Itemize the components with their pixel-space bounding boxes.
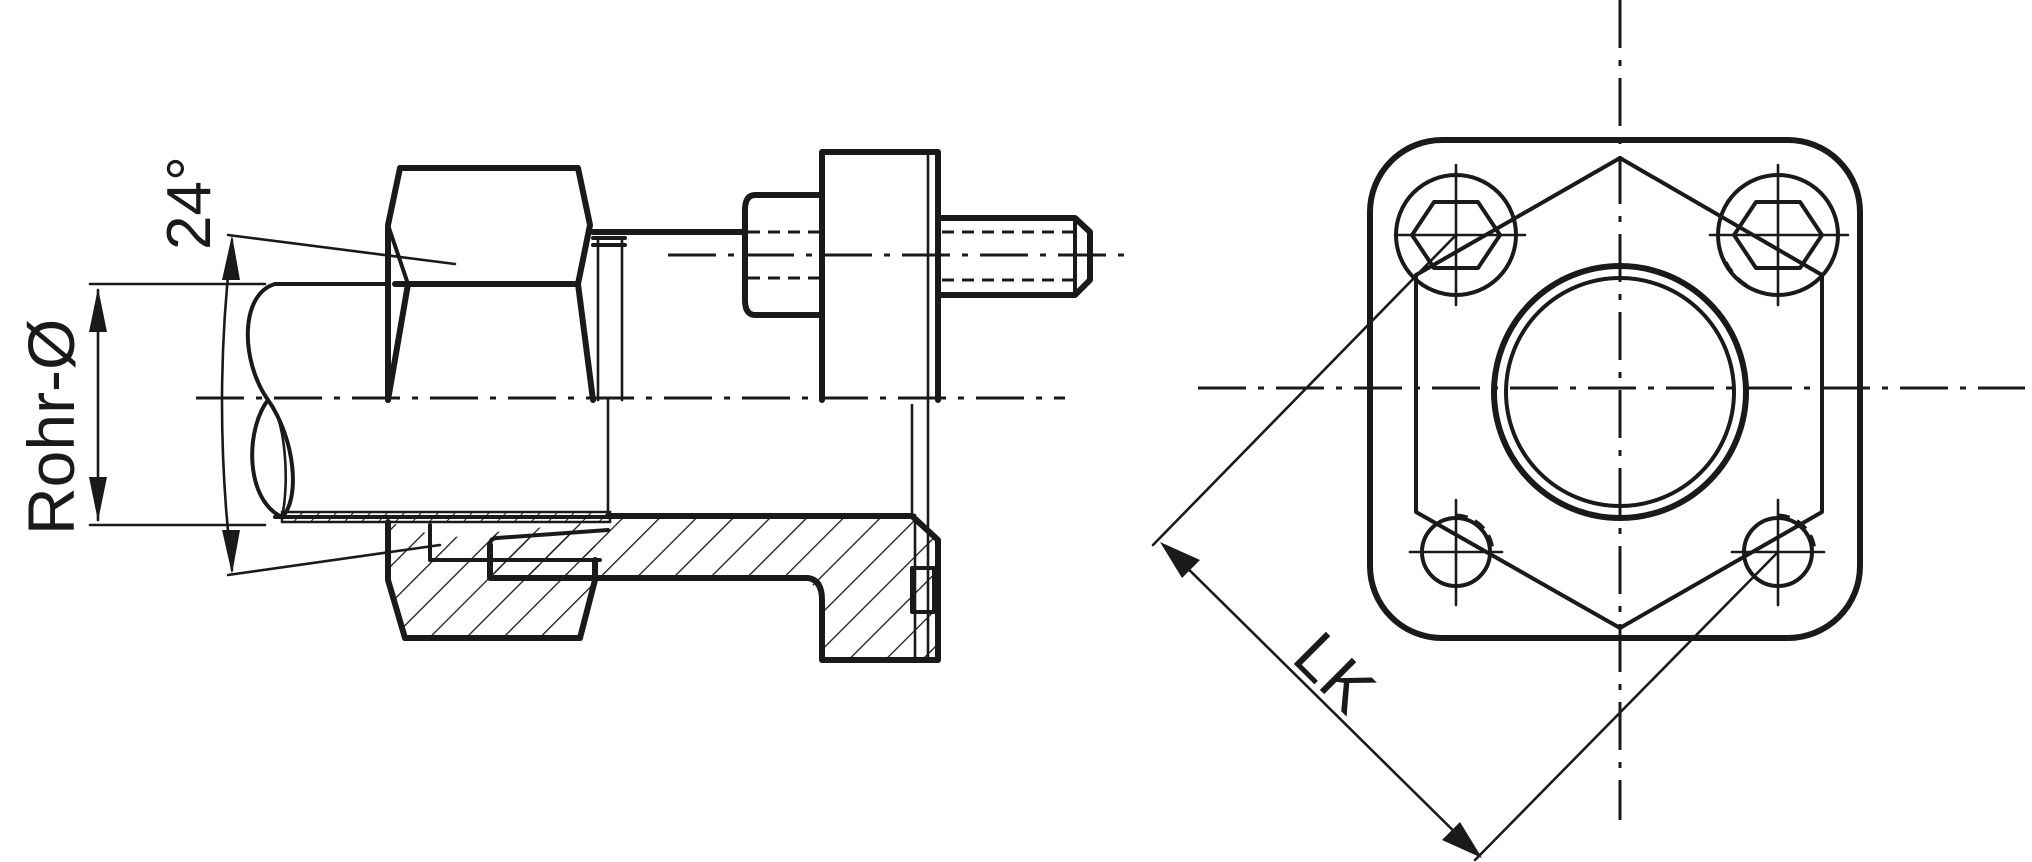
center-bore-inner xyxy=(1504,276,1736,508)
cone-angle-label: 24° xyxy=(155,156,224,250)
front-view: LK xyxy=(1151,0,2025,862)
bolt-thread xyxy=(935,215,1093,298)
body-section xyxy=(487,403,941,663)
flange-plate xyxy=(819,149,941,662)
cone-angle-dimension xyxy=(220,233,457,577)
tube xyxy=(245,282,612,524)
tube-diameter-label: Rohr-Ø xyxy=(14,319,88,535)
tube-wall-section xyxy=(280,510,612,524)
center-bore-outer xyxy=(1491,263,1749,521)
square-flange xyxy=(1367,137,1863,641)
tube-diameter-dimension xyxy=(88,282,267,527)
side-view: Rohr-Ø 24° xyxy=(14,149,1135,663)
bolt-hole-bottom-left xyxy=(1408,498,1504,607)
bolt-top-right xyxy=(1708,163,1850,307)
bolt-circle-dimension xyxy=(1151,233,1780,862)
body-neck xyxy=(590,229,748,519)
bolt-circle-label: LK xyxy=(1280,618,1389,727)
bolt-head xyxy=(742,192,825,318)
